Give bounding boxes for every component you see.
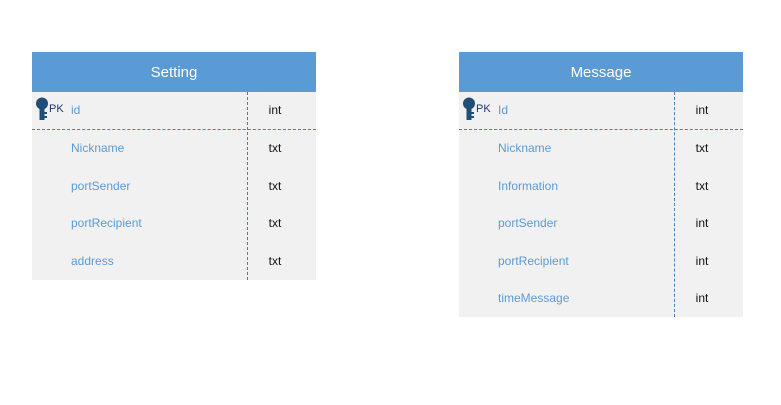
pk-label: PK — [49, 103, 64, 115]
column-divider — [674, 92, 675, 317]
table-row[interactable]: Information txt — [459, 167, 743, 205]
field-type: txt — [695, 178, 709, 193]
field-name: Nickname — [498, 141, 552, 156]
table-row[interactable]: Nickname txt — [32, 130, 316, 168]
field-name: Id — [498, 103, 509, 118]
table-row[interactable]: PK Id int — [459, 92, 743, 130]
field-name: portRecipient — [498, 253, 569, 268]
field-name: timeMessage — [498, 291, 570, 306]
table-row[interactable]: timeMessage int — [459, 280, 743, 318]
field-type: int — [695, 253, 709, 268]
primary-key-marker: PK — [35, 97, 71, 125]
table-row[interactable]: portSender txt — [32, 167, 316, 205]
table-row[interactable]: PK id int — [32, 92, 316, 130]
field-type: txt — [695, 141, 709, 156]
key-icon — [36, 97, 48, 120]
table-row[interactable]: Nickname txt — [459, 130, 743, 168]
field-type: int — [695, 216, 709, 231]
field-type: txt — [268, 253, 282, 268]
entity-title: Message — [570, 63, 632, 81]
entity-title: Setting — [150, 63, 198, 81]
field-name: Nickname — [71, 141, 125, 156]
table-row[interactable]: portRecipient txt — [32, 205, 316, 243]
entity-header: Message — [459, 52, 743, 92]
field-type: int — [268, 103, 282, 118]
table-row[interactable]: portSender int — [459, 205, 743, 243]
field-name: id — [71, 103, 81, 118]
field-name: portRecipient — [71, 216, 142, 231]
table-row[interactable]: address txt — [32, 242, 316, 280]
entity-message[interactable]: Message PK Id int Nickname txt Informati… — [459, 52, 743, 317]
field-type: int — [695, 103, 709, 118]
entity-header: Setting — [32, 52, 316, 92]
key-icon — [463, 97, 475, 120]
entity-body: PK id int Nickname txt portSender txt po… — [32, 92, 316, 280]
primary-key-marker: PK — [462, 97, 498, 125]
field-type: txt — [268, 141, 282, 156]
column-divider — [247, 92, 248, 280]
field-name: Information — [498, 178, 559, 193]
field-name: portSender — [71, 178, 131, 193]
field-name: portSender — [498, 216, 558, 231]
field-type: txt — [268, 178, 282, 193]
table-row[interactable]: portRecipient int — [459, 242, 743, 280]
entity-setting[interactable]: Setting PK id int Nickname txt portSende… — [32, 52, 316, 280]
entity-body: PK Id int Nickname txt Information txt p… — [459, 92, 743, 317]
field-type: int — [695, 291, 709, 306]
field-name: address — [71, 253, 114, 268]
field-type: txt — [268, 216, 282, 231]
pk-label: PK — [476, 103, 491, 115]
